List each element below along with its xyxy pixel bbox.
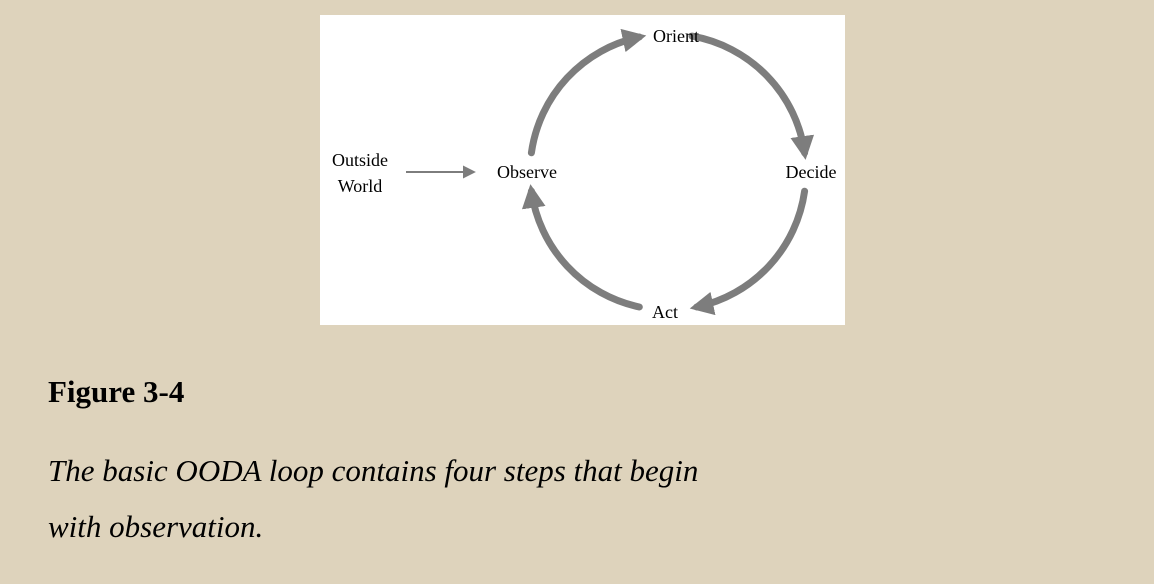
node-act: Act (652, 302, 678, 322)
outside-world-label-line2: World (338, 176, 383, 196)
arrow-orient-to-decide-icon (688, 32, 815, 160)
ooda-loop-diagram: Orient Decide Act Observe Outside World (332, 26, 837, 322)
node-decide: Decide (786, 162, 837, 182)
ooda-diagram-panel: Orient Decide Act Observe Outside World (320, 15, 845, 325)
figure-caption-line: The basic OODA loop contains four steps … (48, 453, 699, 488)
outside-world-label-line1: Outside (332, 150, 388, 170)
node-observe: Observe (497, 162, 557, 182)
arrow-observe-to-orient-icon (527, 28, 647, 157)
node-orient: Orient (653, 26, 699, 46)
arrow-act-to-observe-icon (521, 184, 643, 311)
figure-label: Figure 3-4 (48, 374, 185, 409)
figure-caption: The basic OODA loop contains four steps … (48, 443, 1108, 555)
arrow-decide-to-act-icon (689, 187, 809, 316)
figure-caption-line: with observation. (48, 509, 264, 544)
